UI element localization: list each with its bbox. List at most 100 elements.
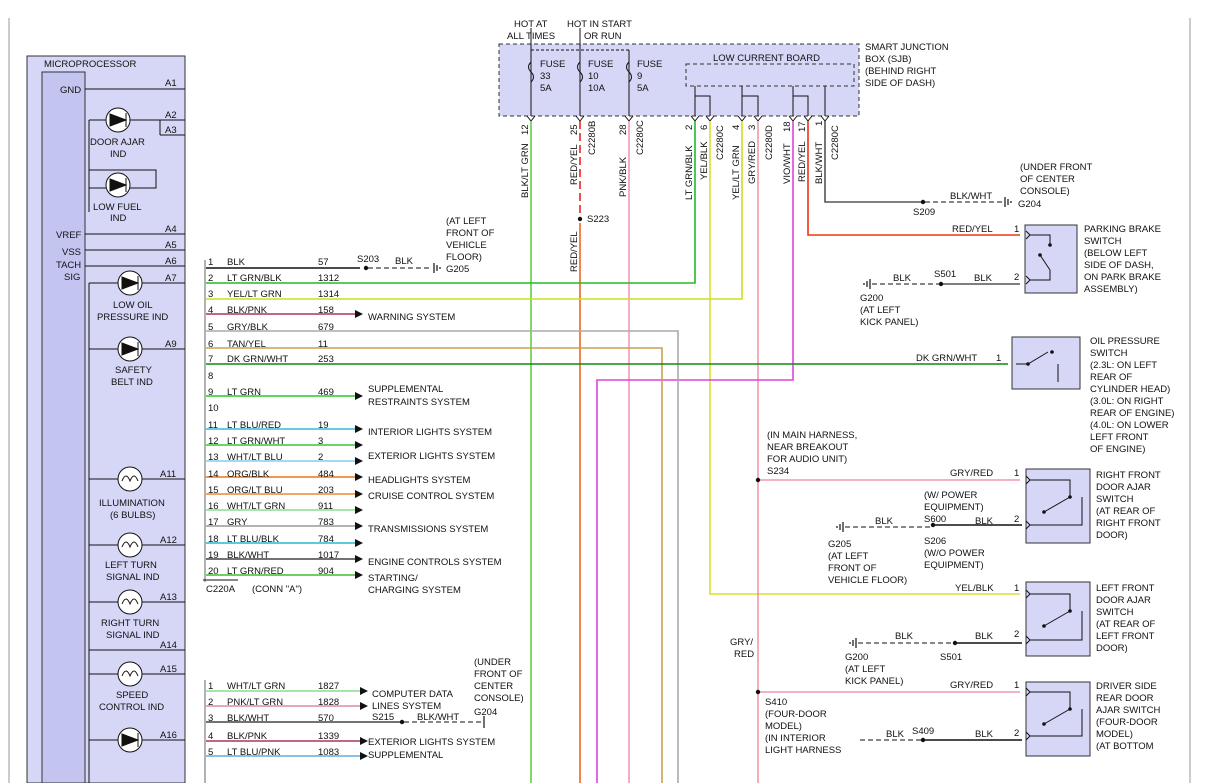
- svg-text:BLK/WHT: BLK/WHT: [227, 550, 269, 561]
- svg-text:1339: 1339: [318, 731, 339, 742]
- led-icon: [117, 336, 143, 362]
- left-turn-label: LEFT TURN: [105, 560, 157, 571]
- pin-a13: A13: [160, 592, 177, 603]
- svg-text:1: 1: [1014, 583, 1019, 594]
- svg-text:LT GRN/WHT: LT GRN/WHT: [227, 436, 285, 447]
- svg-text:YEL/BLK: YEL/BLK: [699, 141, 710, 180]
- svg-text:BLK: BLK: [974, 273, 993, 284]
- svg-text:C2280D: C2280D: [764, 125, 775, 160]
- bulb-icon: [117, 589, 143, 615]
- speed-control-label-2: CONTROL IND: [99, 702, 164, 713]
- svg-text:OIL PRESSURE: OIL PRESSURE: [1090, 336, 1160, 347]
- svg-text:1312: 1312: [318, 273, 339, 284]
- svg-text:WHT/LT BLU: WHT/LT BLU: [227, 452, 283, 463]
- g204-b-label: G204: [474, 707, 497, 718]
- svg-text:GRY/RED: GRY/RED: [950, 680, 993, 691]
- svg-text:19: 19: [208, 550, 219, 561]
- fuse-33-amp: 5A: [540, 83, 552, 94]
- svg-text:ON PARK BRAKE: ON PARK BRAKE: [1084, 272, 1161, 283]
- fuse-9-amp: 5A: [637, 83, 649, 94]
- splice-s234: [755, 477, 761, 483]
- svg-text:REAR DOOR: REAR DOOR: [1096, 693, 1154, 704]
- g204-b-note: (UNDER: [474, 657, 511, 668]
- svg-text:G205: G205: [828, 539, 851, 550]
- svg-text:158: 158: [318, 305, 334, 316]
- svg-text:VIO/WHT: VIO/WHT: [782, 143, 793, 184]
- svg-text:KICK PANEL): KICK PANEL): [845, 676, 903, 687]
- svg-text:3: 3: [208, 289, 213, 300]
- right-turn-label: RIGHT TURN: [101, 618, 159, 629]
- svg-text:REAR OF ENGINE): REAR OF ENGINE): [1090, 408, 1174, 419]
- sjb-title-2: BOX (SJB): [865, 54, 911, 65]
- svg-text:CYLINDER HEAD): CYLINDER HEAD): [1090, 384, 1170, 395]
- svg-text:(4.0L: ON LOWER: (4.0L: ON LOWER: [1090, 420, 1169, 431]
- svg-text:BLK: BLK: [975, 729, 994, 740]
- svg-text:PARKING BRAKE: PARKING BRAKE: [1084, 224, 1161, 235]
- svg-text:(AT REAR OF: (AT REAR OF: [1096, 619, 1155, 630]
- svg-text:C2280C: C2280C: [830, 125, 841, 160]
- svg-text:(2.3L: ON LEFT: (2.3L: ON LEFT: [1090, 360, 1157, 371]
- svg-text:G200: G200: [860, 293, 883, 304]
- svg-text:BLK/WHT: BLK/WHT: [227, 713, 269, 724]
- svg-text:CONSOLE): CONSOLE): [1020, 186, 1070, 197]
- sjb-title-3: (BEHIND RIGHT: [865, 66, 936, 77]
- sjb-title: SMART JUNCTION: [865, 42, 949, 53]
- svg-text:2: 2: [1014, 629, 1019, 640]
- svg-text:11: 11: [318, 339, 328, 350]
- svg-text:1: 1: [814, 121, 825, 126]
- svg-text:1: 1: [1014, 468, 1019, 479]
- interior-lights-label: INTERIOR LIGHTS SYSTEM: [368, 427, 492, 438]
- svg-text:2: 2: [1014, 514, 1019, 525]
- engine-controls-label: ENGINE CONTROLS SYSTEM: [368, 557, 502, 568]
- svg-text:LT GRN/BLK: LT GRN/BLK: [684, 145, 695, 200]
- svg-text:BLK: BLK: [886, 729, 905, 740]
- s223-label: S223: [587, 214, 609, 225]
- low-oil-label-2: PRESSURE IND: [97, 312, 168, 323]
- svg-text:1: 1: [1014, 224, 1019, 235]
- fuse-10-num: 10: [588, 71, 599, 82]
- g205-note: (AT LEFT: [446, 216, 486, 227]
- pin-a12: A12: [160, 535, 177, 546]
- svg-text:3: 3: [208, 713, 213, 724]
- svg-text:SWITCH: SWITCH: [1090, 348, 1128, 359]
- svg-text:S501: S501: [934, 269, 956, 280]
- svg-text:RED/YEL: RED/YEL: [952, 224, 993, 235]
- splice-s410: [755, 689, 761, 695]
- svg-text:DRIVER SIDE: DRIVER SIDE: [1096, 681, 1157, 692]
- svg-text:PNK/LT GRN: PNK/LT GRN: [227, 697, 283, 708]
- svg-text:(IN MAIN HARNESS,: (IN MAIN HARNESS,: [767, 430, 857, 441]
- system-arrows: [355, 310, 363, 579]
- svg-text:(AT LEFT: (AT LEFT: [845, 664, 885, 675]
- computer-data-label: COMPUTER DATA: [372, 689, 454, 700]
- s234-notes: (IN MAIN HARNESS, NEAR BREAKOUT FOR AUDI…: [767, 430, 857, 477]
- svg-text:S501: S501: [940, 652, 962, 663]
- pin-a16: A16: [160, 730, 177, 741]
- rear-door-switch: GRY/RED 1 2 BLK S409 BLK DRIVER SIDE REA…: [860, 680, 1161, 757]
- svg-text:DOOR AJAR: DOOR AJAR: [1096, 482, 1151, 493]
- svg-text:BLK/WHT: BLK/WHT: [950, 191, 992, 202]
- svg-text:G200: G200: [845, 652, 868, 663]
- transmissions-label: TRANSMISSIONS SYSTEM: [368, 524, 488, 535]
- svg-text:SIDE OF DASH,: SIDE OF DASH,: [1084, 260, 1154, 271]
- svg-text:LT GRN/RED: LT GRN/RED: [227, 566, 284, 577]
- svg-text:(FOUR-DOOR: (FOUR-DOOR: [1096, 717, 1158, 728]
- svg-text:(BELOW LEFT: (BELOW LEFT: [1084, 248, 1148, 259]
- svg-text:1017: 1017: [318, 550, 339, 561]
- svg-text:57: 57: [318, 257, 329, 268]
- svg-text:911: 911: [318, 501, 333, 512]
- svg-text:13: 13: [208, 452, 219, 463]
- svg-text:1828: 1828: [318, 697, 339, 708]
- pin-a2: A2: [165, 110, 177, 121]
- door-ajar-label: DOOR AJAR: [90, 137, 145, 148]
- svg-text:REAR OF: REAR OF: [1090, 372, 1132, 383]
- s203-blk: BLK: [395, 256, 414, 267]
- svg-text:S409: S409: [912, 726, 934, 737]
- tach-label: TACH: [56, 260, 81, 271]
- led-icon: [105, 172, 131, 198]
- left-front-door-switch: YEL/BLK 1 2 BLK BLK S501 G200 (AT LEFT K…: [845, 581, 1155, 687]
- ground-icon: [433, 263, 441, 273]
- s410-notes: S410 (FOUR-DOOR MODEL) (IN INTERIOR LIGH…: [765, 697, 841, 756]
- svg-text:1: 1: [208, 257, 213, 268]
- svg-text:(W/O POWER: (W/O POWER: [924, 548, 985, 559]
- svg-text:253: 253: [318, 354, 334, 365]
